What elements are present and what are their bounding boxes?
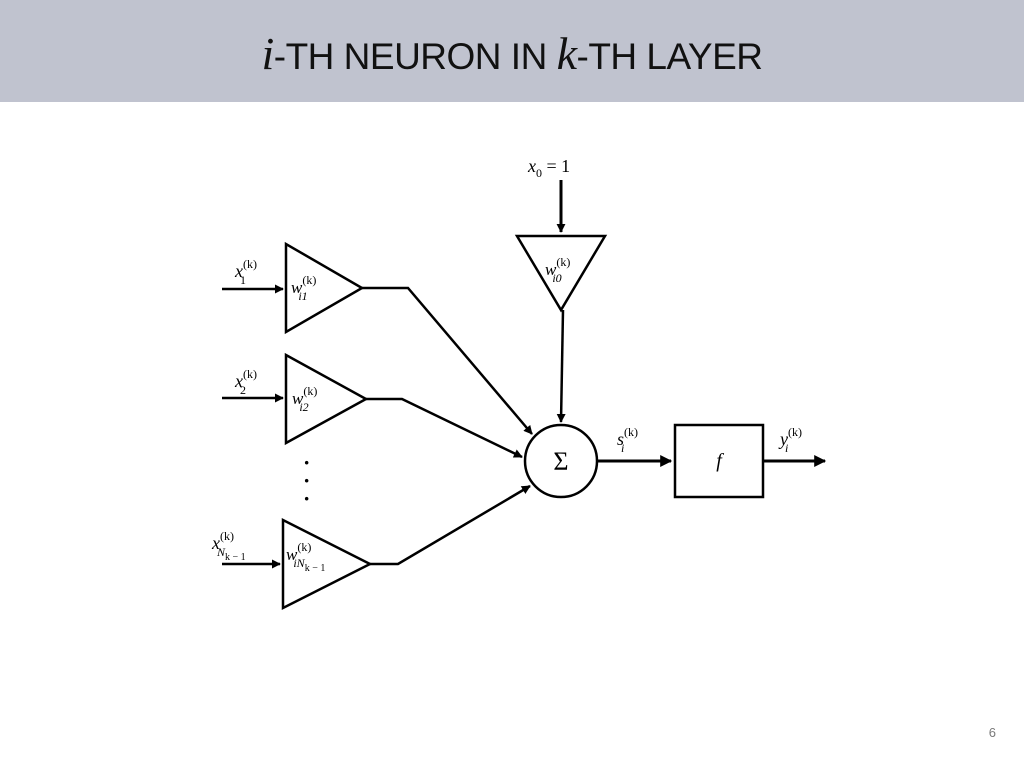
bias-weight-triangle	[514, 234, 608, 313]
bias-input-label: x0 = 1	[527, 156, 570, 180]
title-bar: i-TH NEURON IN k-TH LAYER	[0, 0, 1024, 102]
input-1-label: x(k)1	[234, 257, 257, 287]
activation-box	[673, 423, 765, 499]
slide-title: i-TH NEURON IN k-TH LAYER	[261, 27, 764, 80]
ellipsis-dot-2: ·	[303, 468, 310, 493]
bias-weight-label: w(k)i0	[545, 255, 570, 285]
weight-n-to-sum-arrow	[370, 484, 531, 566]
activation-function-label: f	[716, 450, 724, 472]
title-text-2: -TH LAYER	[576, 35, 764, 77]
ellipsis-dot-3: ·	[303, 486, 310, 511]
ellipsis-dot-1: ·	[303, 450, 310, 475]
bias-to-sum-arrow	[556, 309, 566, 423]
output-label: y(k)i	[778, 425, 802, 455]
weight-2-label: w(k)i2	[292, 384, 317, 414]
title-var-k: k	[556, 27, 577, 79]
weight-1-to-sum-arrow	[362, 286, 533, 435]
input-2-label: x(k)2	[234, 367, 257, 397]
input-n-label: x(k)Nk − 1	[211, 529, 246, 563]
weight-n-label: w(k)iNk − 1	[286, 540, 325, 574]
sum-output-label: s(k)i	[617, 425, 638, 455]
title-text-1: -TH NEURON IN	[273, 35, 557, 77]
weight-2-triangle	[284, 352, 369, 446]
title-var-i: i	[261, 27, 274, 79]
weight-1-triangle	[284, 241, 365, 335]
summation-symbol: Σ	[553, 447, 568, 476]
weight-1-label: w(k)i1	[291, 273, 316, 303]
weight-n-triangle	[281, 517, 373, 611]
page-number: 6	[988, 725, 996, 740]
weight-2-to-sum-arrow	[366, 397, 523, 459]
